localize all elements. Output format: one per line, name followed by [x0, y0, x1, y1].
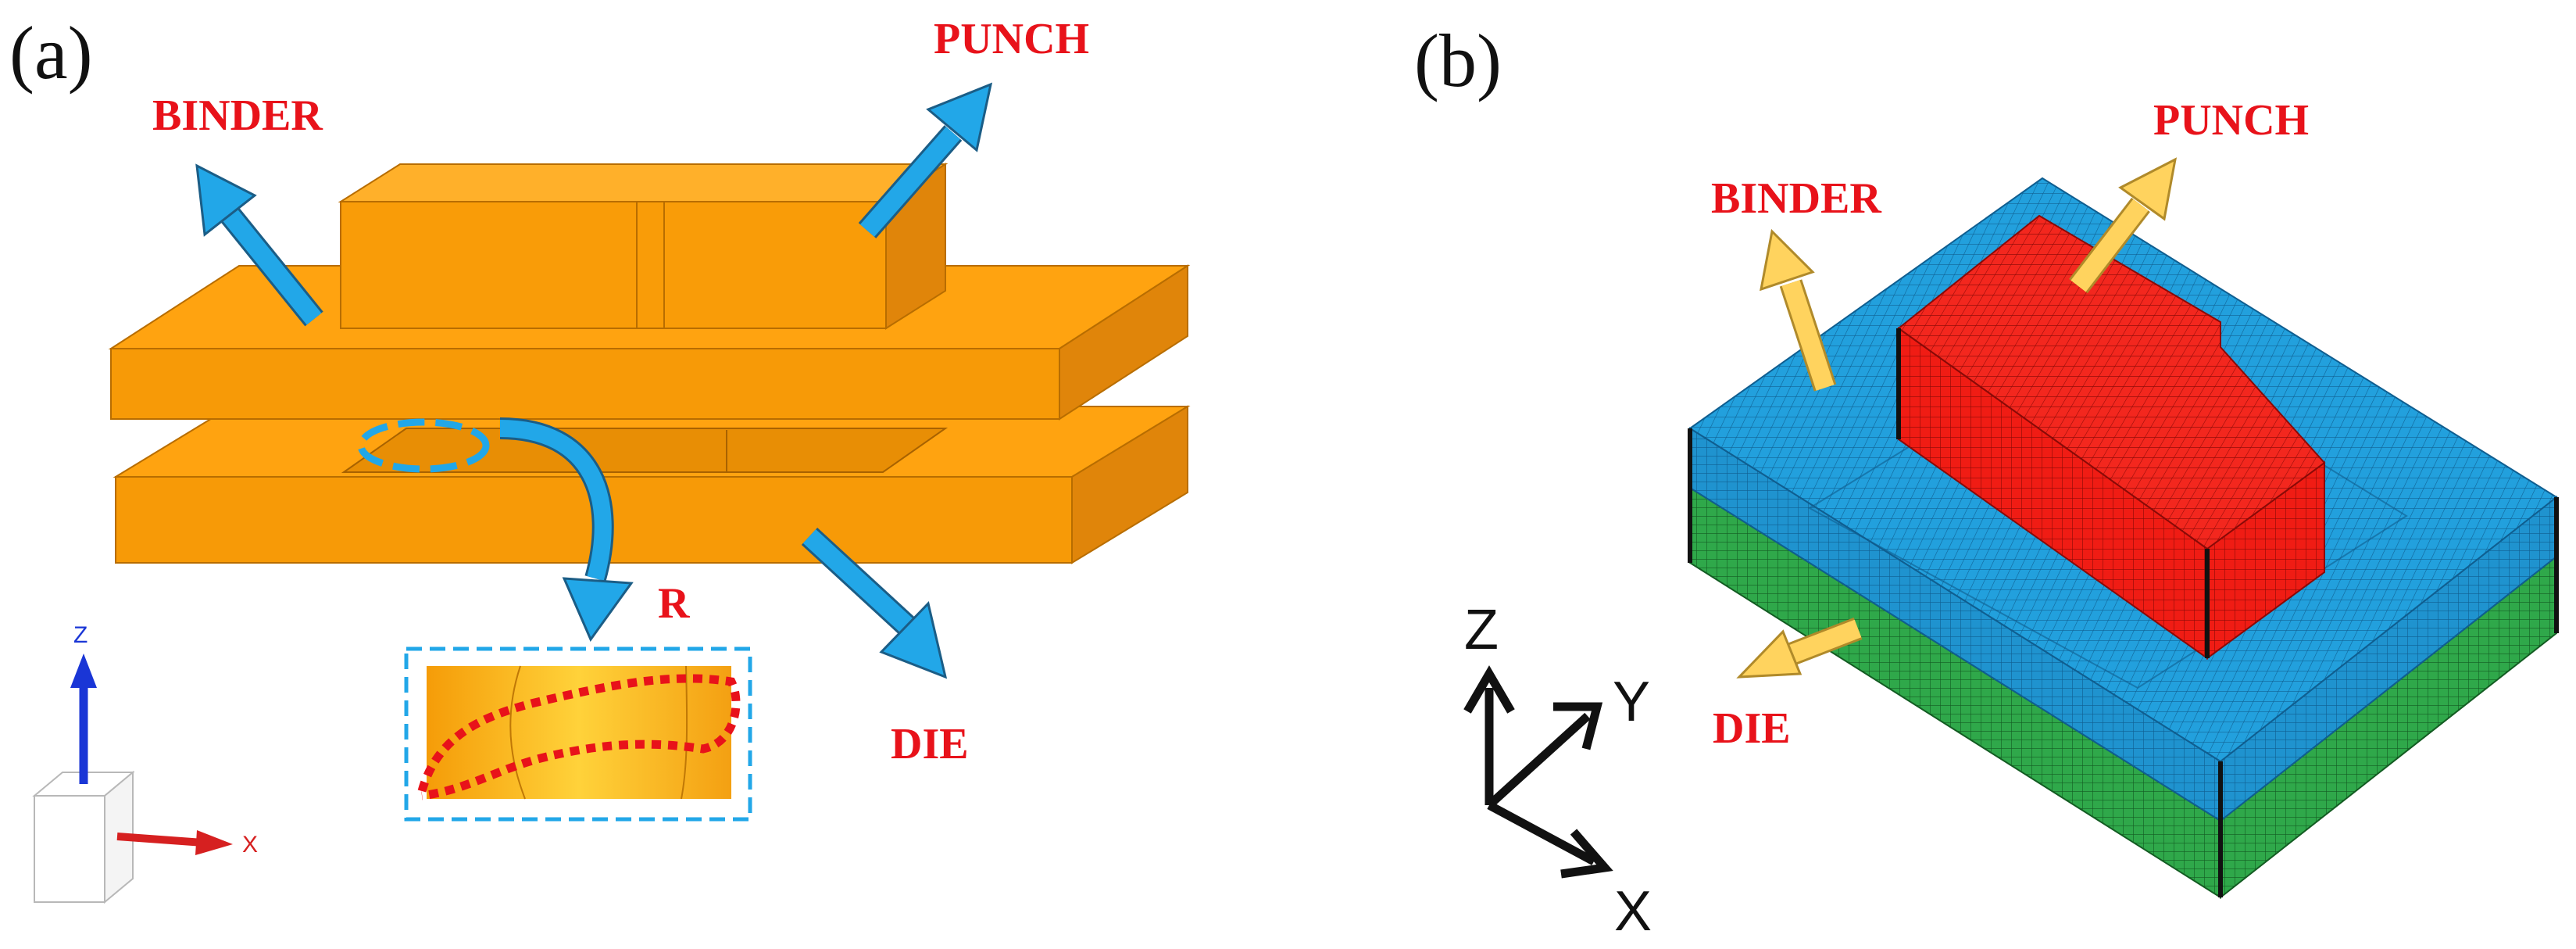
- die-label-b: DIE: [1713, 704, 1791, 753]
- binder-label-b: BINDER: [1711, 174, 1881, 223]
- axis-triad-b: Z Y X: [1463, 599, 1652, 943]
- radius-curved-arrow: [499, 417, 634, 643]
- axis-y-label-b: Y: [1613, 671, 1650, 733]
- axis-z-label-a: Z: [73, 622, 88, 648]
- die-arrow: [801, 527, 948, 679]
- panel-a: (a): [9, 11, 1191, 904]
- axis-triad-a: Z X: [32, 622, 258, 904]
- binder-arrow: [195, 163, 323, 327]
- mesh-assembly: [1688, 177, 2559, 900]
- binder-label-a: BINDER: [152, 91, 323, 140]
- radius-outline: [417, 674, 741, 800]
- die-plate: [113, 405, 1191, 564]
- radius-label: R: [658, 579, 690, 628]
- radius-marker-ellipse: [357, 418, 490, 473]
- die-label-a: DIE: [891, 720, 969, 768]
- axis-x-label-a: X: [242, 832, 258, 858]
- panel-b-label: (b): [1414, 19, 1502, 102]
- die-arrow-b: [1736, 618, 1863, 679]
- punch-arrow-b: [2069, 157, 2178, 294]
- panel-b: (b): [1414, 19, 2559, 943]
- binder-arrow-b: [1760, 228, 1837, 392]
- panel-a-label: (a): [9, 11, 93, 95]
- punch-block: [338, 163, 949, 330]
- axis-z-label-b: Z: [1464, 599, 1499, 661]
- axis-x-label-b: X: [1614, 880, 1652, 943]
- radius-inset: [404, 646, 752, 822]
- punch-arrow: [858, 82, 993, 238]
- punch-label-a: PUNCH: [934, 15, 1089, 63]
- punch-label-b: PUNCH: [2153, 96, 2309, 145]
